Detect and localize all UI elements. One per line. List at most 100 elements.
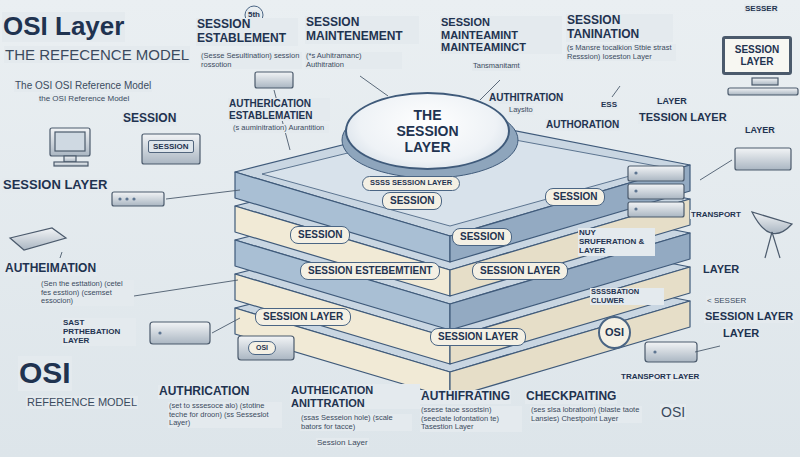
- annotation-label: SESSION LAYER: [704, 310, 794, 323]
- annotation-label: ESS: [600, 100, 618, 109]
- label-text: AUTHIFRATING: [421, 389, 510, 403]
- annotation-label: TRANSPORT: [690, 210, 742, 219]
- label-text: LAYER: [657, 96, 687, 106]
- node-text: SESSION: [298, 229, 342, 241]
- label-text: (s Mansre tocalkion Stbie strast Resssio…: [567, 43, 672, 61]
- annotation-label: Tansmanitamt: [472, 62, 521, 71]
- node-text-group: SESSION: [553, 191, 597, 203]
- label-text: Session Layer: [317, 438, 368, 447]
- node-text: THE SESSION LAYER: [383, 107, 473, 155]
- node-text: SESSION ESTEBEMTIENT: [308, 265, 432, 277]
- annotation-label: Layslto: [508, 106, 534, 115]
- layer-tag: SESSION: [452, 228, 512, 246]
- label-text: OSI: [661, 404, 685, 420]
- annotation-label: (ssas Sesseion hole) (scale bators for t…: [300, 414, 412, 431]
- node-text: SESSION: [553, 191, 597, 203]
- annotation-label: SESSER: [744, 4, 778, 13]
- annotation-label: OSI: [18, 356, 72, 391]
- annotation-label: Session Layer: [316, 438, 369, 447]
- label-text: the OSI Reference Model: [39, 94, 129, 103]
- title-text: OSI Layer: [3, 11, 124, 41]
- label-text: LAYER: [703, 263, 739, 275]
- annotation-label: SESSION ESTABLEMENT: [196, 18, 298, 46]
- annotation-label: TESSION LAYER: [638, 111, 728, 124]
- annotation-label: SESSION TANINATION: [566, 14, 673, 42]
- label-text: The OSI OSI Reference Model: [15, 80, 151, 91]
- node-text-group: SESSION LAYER: [480, 265, 560, 277]
- label-text: THE REFECENCE MODEL: [5, 46, 189, 63]
- node-text: SESSION: [153, 142, 189, 151]
- layer-tag: SESSION: [290, 226, 350, 244]
- label-text: (Sen the esttation) (cetel fes esstion) …: [41, 279, 123, 305]
- node-text-group: THE SESSION LAYER: [383, 107, 473, 155]
- label-text: (ssese taoe ssostsin) (seeclate lofontat…: [421, 405, 499, 431]
- label-text: SESSION LAYER: [3, 177, 107, 192]
- device-screen: SESSION: [148, 140, 194, 153]
- node-text-group: SESSION: [298, 229, 342, 241]
- label-text: REFERENCE MODEL: [27, 396, 137, 408]
- label-text: SSSSBATION CLUWER: [591, 287, 639, 305]
- osi-badge: OSI: [598, 316, 631, 349]
- label-text: TRANSPORT: [691, 210, 741, 219]
- node-text-group: SESSION LAYER: [438, 331, 518, 343]
- node-text: SESSION LAYER: [480, 265, 560, 277]
- layer-tag: SESSION LAYER: [472, 262, 568, 280]
- layer-tag: SESSION: [382, 192, 442, 210]
- node-text-group: OSI: [256, 344, 268, 352]
- label-text: SESSION TANINATION: [567, 13, 639, 41]
- annotation-label: SSSSBATION CLUWER: [590, 288, 664, 305]
- annotation-label: NUY SRUFERATION & LAYER: [578, 228, 655, 256]
- label-text: OSI: [19, 356, 71, 389]
- annotation-label: REFERENCE MODEL: [26, 396, 138, 409]
- annotation-label: AUTHEICATION ANITTRATION: [290, 384, 420, 409]
- annotation-label: LAYER: [702, 263, 740, 276]
- node-text: OSI: [605, 326, 624, 339]
- annotation-label: the OSI Reference Model: [38, 94, 130, 103]
- annotation-label: < SESSER: [706, 296, 747, 305]
- diagram-title: OSI Layer: [2, 12, 125, 42]
- label-text: SESSION: [123, 111, 176, 125]
- annotation-label: AUTHORATION: [545, 119, 620, 131]
- monitor-screen: SESSION LAYER: [722, 36, 792, 75]
- annotation-label: CHECKPAITING: [525, 390, 617, 404]
- annotation-label: AUTHIFRATING: [420, 390, 511, 404]
- node-text: SESSION LAYER: [263, 311, 343, 323]
- annotation-label: (*s Auhitramanc) Authitration: [305, 52, 402, 69]
- label-text: SESSION MAINTENEMENT: [306, 15, 403, 43]
- node-text-group: SESSION LAYER: [263, 311, 343, 323]
- annotation-label: (set to sssesoce alo) (stotine teche for…: [168, 402, 282, 428]
- layer-tag: SESSION LAYER: [255, 308, 351, 326]
- label-text: (ssas Sesseion hole) (scale bators for t…: [301, 413, 393, 431]
- label-text: TESSION LAYER: [639, 111, 727, 123]
- label-text: AUTHEICATION ANITTRATION: [291, 384, 373, 409]
- annotation-label: (ssese taoe ssostsin) (seeclate lofontat…: [420, 406, 522, 432]
- label-text: AUTHORATION: [546, 119, 619, 130]
- layer-tag: OSI: [248, 341, 276, 355]
- label-text: AUTHERICATION ESTABLEMATIEN: [229, 98, 313, 121]
- annotation-label: SESSION MAINTENEMENT: [305, 16, 419, 44]
- annotation-label: SAST PRTHEBATION LAYER: [62, 318, 136, 346]
- node-text: SSSS SESSION LAYER: [370, 179, 452, 188]
- label-text: LAYER: [745, 125, 775, 135]
- node-text: OSI: [256, 344, 268, 352]
- layer-disc: THE SESSION LAYER: [345, 92, 510, 170]
- node-text: SESSION: [460, 231, 504, 243]
- label-text: (set to sssesoce alo) (stotine teche for…: [169, 401, 269, 427]
- label-text: AUTHEIMATION: [5, 261, 96, 275]
- annotation-label: LAYER: [744, 125, 776, 135]
- layer-tag: SESSION: [545, 188, 605, 206]
- annotation-label: LAYER: [722, 327, 760, 340]
- annotation-label: The OSI OSI Reference Model: [14, 80, 152, 92]
- node-text-group: SSSS SESSION LAYER: [370, 179, 452, 188]
- label-text: < SESSER: [707, 296, 746, 305]
- label-text: (s auminitration) Aurantition: [233, 123, 324, 132]
- label-text: Layslto: [509, 105, 533, 114]
- node-text: SESSION LAYER: [731, 44, 783, 67]
- annotation-label: THE REFECENCE MODEL: [4, 46, 190, 63]
- layer-tag: SESSION ESTEBEMTIENT: [300, 262, 440, 280]
- label-text: ESS: [601, 100, 617, 109]
- annotation-label: TRANSPORT LAYER: [620, 372, 700, 381]
- node-text-group: SESSION: [460, 231, 504, 243]
- annotation-label: SESSION: [122, 112, 177, 126]
